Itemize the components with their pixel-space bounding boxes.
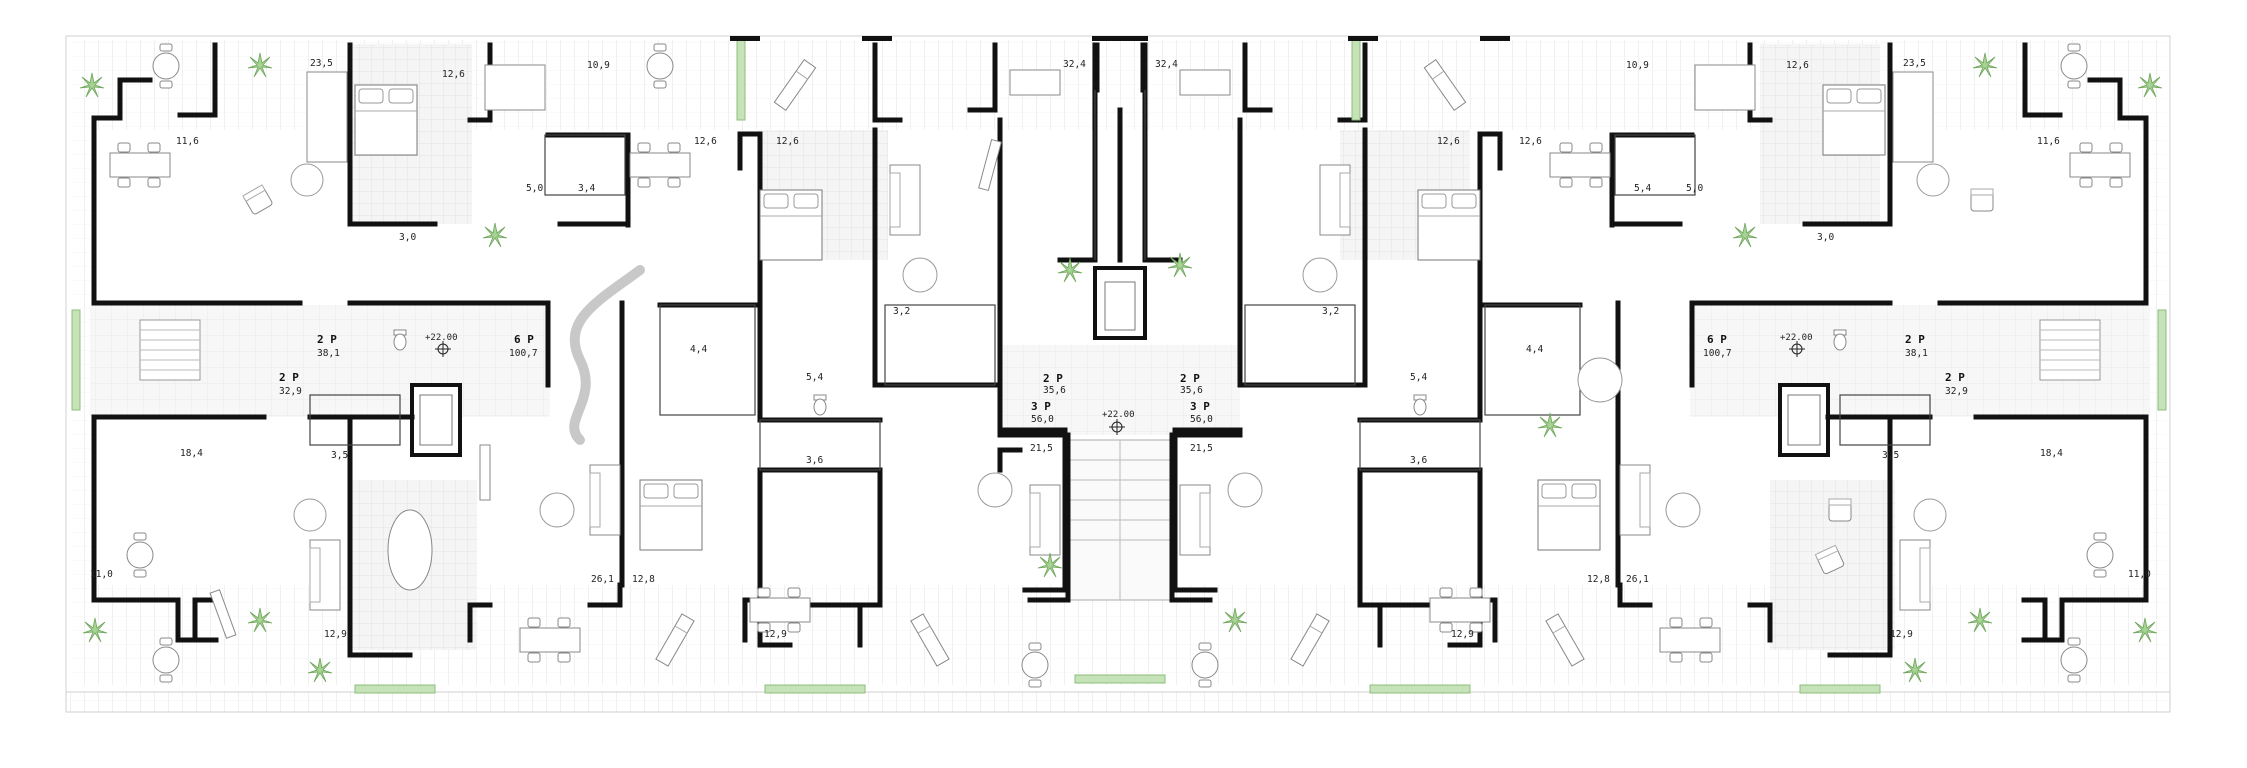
room-area-label: 12,9: [764, 629, 787, 640]
room-area-label: 18,4: [180, 448, 203, 459]
terrace-left: [72, 130, 94, 585]
room-area-label: 32,4: [1063, 59, 1086, 70]
unit-type-label: 2 P: [1945, 371, 1965, 384]
unit-area-label: 38,1: [317, 348, 340, 359]
room-area-label: 3,6: [806, 455, 823, 466]
unit-area-label: 56,0: [1031, 414, 1054, 425]
room-area-label: 10,9: [1626, 60, 1649, 71]
room-area-label: 3,5: [331, 450, 348, 461]
room-area-label: 21,5: [1030, 443, 1053, 454]
room-area-label: 5,0: [526, 183, 543, 194]
room-area-label: 5,4: [1410, 372, 1427, 383]
unit-area-label: 32,9: [279, 386, 302, 397]
room-area-label: 3,2: [1322, 306, 1339, 317]
elevation-label: +22.00: [1102, 410, 1135, 420]
central-stair: [1068, 440, 1173, 600]
room-area-label: 12,6: [1437, 136, 1460, 147]
room-area-label: 5,4: [1634, 183, 1651, 194]
room-area-label: 21,5: [1190, 443, 1213, 454]
elevator-center: [1093, 266, 1147, 340]
room-area-label: 5,4: [806, 372, 823, 383]
elevation-marker-center: [1109, 419, 1125, 435]
room-area-label: 12,8: [632, 574, 655, 585]
unit-type-label: 6 P: [514, 333, 534, 346]
room-area-label: 12,9: [1890, 629, 1913, 640]
elevator-cab: [1104, 281, 1136, 331]
unit-type-label: 2 P: [1180, 372, 1200, 385]
elevation-label: +22.00: [425, 333, 458, 343]
unit-type-label: 3 P: [1190, 400, 1210, 413]
room-area-label: 26,1: [591, 574, 614, 585]
room-area-label: 3,0: [1817, 232, 1834, 243]
room-area-label: 3,0: [399, 232, 416, 243]
room-area-label: 23,5: [1903, 58, 1926, 69]
room-area-label: 12,6: [442, 69, 465, 80]
unit-type-label: 2 P: [1905, 333, 1925, 346]
garden-path: [569, 265, 645, 445]
partitions: [309, 90, 1931, 471]
room-area-label: 23,5: [310, 58, 333, 69]
elevation-marker-right: [1789, 341, 1805, 357]
elevator-cab: [419, 394, 453, 446]
room-area-label: 4,4: [1526, 344, 1543, 355]
unit-type-label: 2 P: [1043, 372, 1063, 385]
unit-area-label: 56,0: [1190, 414, 1213, 425]
stair-right: [2039, 319, 2101, 381]
room-area-label: 12,6: [776, 136, 799, 147]
room-area-label: 12,6: [694, 136, 717, 147]
planters: [71, 39, 2167, 694]
furniture-left: [109, 43, 1061, 688]
room-area-label: 12,8: [1587, 574, 1610, 585]
room-area-label: 11,6: [176, 136, 199, 147]
unit-area-label: 38,1: [1905, 348, 1928, 359]
room-area-label: 3,5: [1882, 450, 1899, 461]
unit-type-label: 2 P: [279, 371, 299, 384]
room-area-label: 4,4: [690, 344, 707, 355]
stair-left: [139, 319, 201, 381]
unit-type-label: 2 P: [317, 333, 337, 346]
unit-area-label: 35,6: [1180, 385, 1203, 396]
elevation-label: +22.00: [1780, 333, 1813, 343]
walls-right: [1142, 42, 2149, 658]
elevator-cab: [1787, 394, 1821, 446]
room-area-label: 32,4: [1155, 59, 1178, 70]
unit-area-label: 100,7: [509, 348, 538, 359]
facade-markers: [730, 36, 1510, 41]
room-area-label: 11,0: [90, 569, 113, 580]
walls-center: [997, 42, 1243, 603]
furniture-right: [1179, 43, 2131, 688]
elevation-marker-left: [435, 341, 451, 357]
unit-type-label: 6 P: [1707, 333, 1727, 346]
core-floor-center: [1000, 345, 1240, 435]
unit-type-label: 3 P: [1031, 400, 1051, 413]
room-area-label: 5,0: [1686, 183, 1703, 194]
room-area-label: 3,4: [578, 183, 595, 194]
unit-area-label: 100,7: [1703, 348, 1732, 359]
room-area-label: 12,9: [324, 629, 347, 640]
unit-area-label: 35,6: [1043, 385, 1066, 396]
room-area-label: 3,6: [1410, 455, 1427, 466]
room-area-label: 12,6: [1786, 60, 1809, 71]
room-area-label: 12,9: [1451, 629, 1474, 640]
balcony-rail: [65, 691, 2171, 713]
room-area-label: 11,0: [2128, 569, 2151, 580]
room-area-label: 10,9: [587, 60, 610, 71]
room-area-label: 3,2: [893, 306, 910, 317]
unit-area-label: 32,9: [1945, 386, 1968, 397]
room-area-label: 18,4: [2040, 448, 2063, 459]
room-area-label: 11,6: [2037, 136, 2060, 147]
terrace-right: [2144, 130, 2166, 585]
room-area-label: 26,1: [1626, 574, 1649, 585]
room-area-label: 12,6: [1519, 136, 1542, 147]
